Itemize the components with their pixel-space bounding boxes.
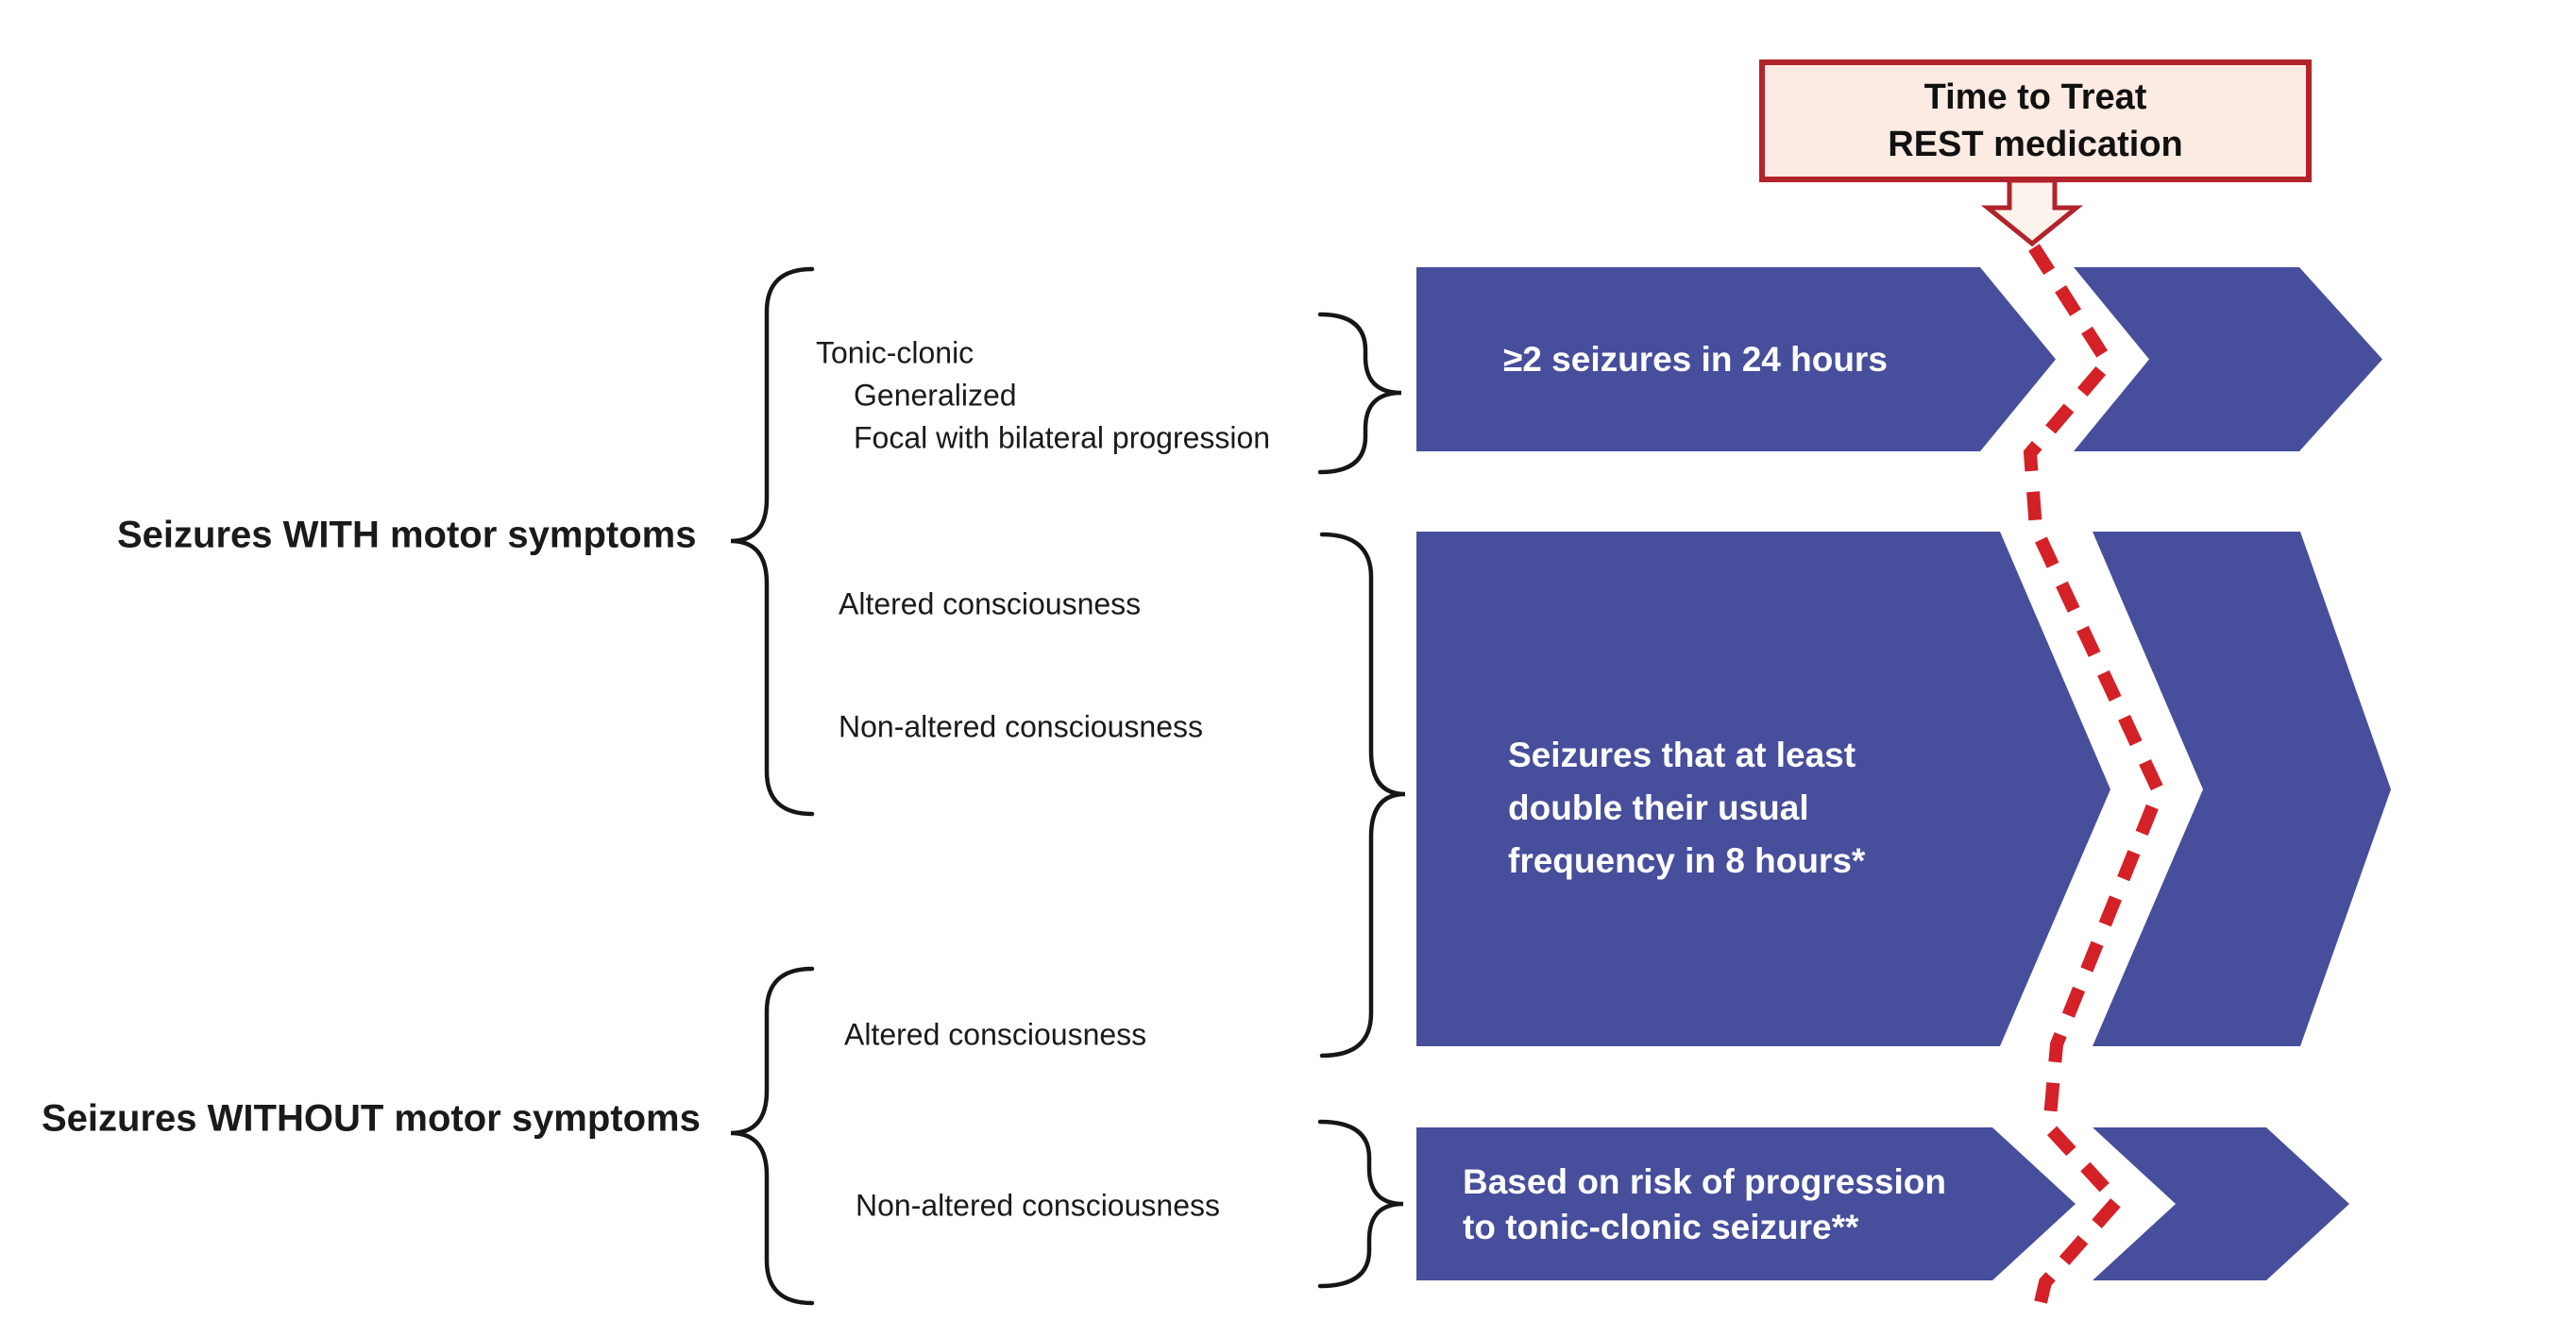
- callout-down-arrow-icon: [1980, 178, 2084, 247]
- label-non-altered-consciousness-with: Non-altered consciousness: [839, 709, 1203, 744]
- band3-arrow-head: [2093, 1127, 2349, 1280]
- band2-line-1: Seizures that at least: [1508, 736, 1856, 774]
- band1-arrow-head: [2074, 267, 2382, 451]
- brace-without-motor-group: [730, 966, 815, 1306]
- band2-line-3: frequency in 8 hours*: [1508, 841, 1866, 880]
- band1-arrow-body: [1416, 267, 2056, 451]
- band3-line-2: to tonic-clonic seizure**: [1463, 1208, 1859, 1246]
- brace-consciousness-with: [1319, 532, 1406, 1059]
- band3-arrow-body: [1416, 1127, 2076, 1280]
- label-focal-bilateral: Focal with bilateral progression: [854, 420, 1271, 455]
- time-to-treat-callout: Time to Treat REST medication: [1759, 59, 2312, 182]
- time-to-treat-dashed-line: [2023, 244, 2166, 1316]
- label-seizures-with-motor: Seizures WITH motor symptoms: [117, 514, 697, 556]
- label-seizures-without-motor: Seizures WITHOUT motor symptoms: [42, 1097, 701, 1140]
- brace-seizure-types: [1317, 312, 1402, 475]
- brace-non-altered-without: [1317, 1119, 1404, 1289]
- band3-line-1: Based on risk of progression: [1463, 1162, 1946, 1201]
- band2-arrow-body: [1416, 532, 2110, 1046]
- callout-line-2: REST medication: [1888, 125, 2183, 164]
- band2-criteria-text: Seizures that at least double their usua…: [1508, 729, 1865, 888]
- band2-line-2: double their usual: [1508, 788, 1809, 827]
- label-generalized: Generalized: [854, 378, 1017, 413]
- callout-line-1: Time to Treat: [1924, 77, 2147, 117]
- label-altered-consciousness-with: Altered consciousness: [839, 586, 1142, 621]
- label-tonic-clonic: Tonic-clonic: [816, 335, 974, 370]
- label-altered-consciousness-without: Altered consciousness: [844, 1017, 1147, 1052]
- brace-with-motor-group: [730, 266, 815, 817]
- label-non-altered-consciousness-without: Non-altered consciousness: [856, 1188, 1220, 1223]
- band2-arrow-head: [2093, 532, 2391, 1046]
- band1-criteria-text: ≥2 seizures in 24 hours: [1503, 340, 1888, 379]
- band3-criteria-text: Based on risk of progression to tonic-cl…: [1463, 1160, 1946, 1250]
